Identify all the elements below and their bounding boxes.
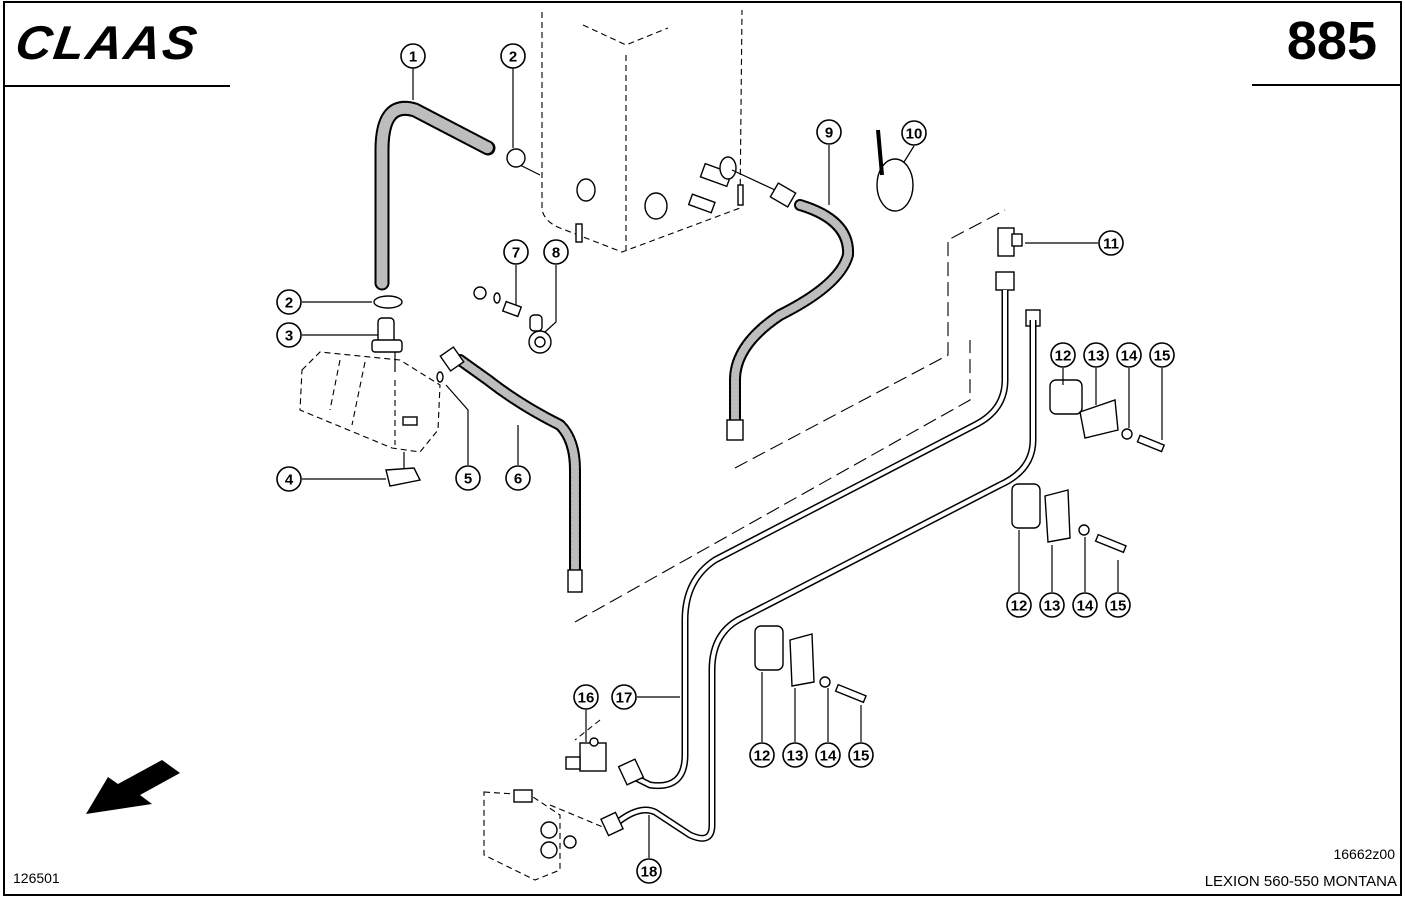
assembly-guide-lines (549, 209, 1006, 831)
callout-12: 12 (749, 742, 775, 768)
svg-text:12: 12 (1055, 348, 1072, 365)
callout-6: 6 (505, 465, 531, 491)
callout-14: 14 (1072, 592, 1098, 618)
suction-fitting (371, 317, 403, 353)
svg-text:14: 14 (820, 748, 837, 765)
callout-15: 15 (848, 742, 874, 768)
suction-hose (374, 101, 496, 291)
svg-text:13: 13 (787, 748, 804, 765)
tee-block (565, 737, 607, 772)
svg-text:11: 11 (1103, 236, 1119, 253)
steel-pipe-upper (617, 290, 1009, 790)
svg-text:17: 17 (616, 690, 633, 707)
svg-text:12: 12 (754, 748, 771, 765)
callout-18: 18 (636, 858, 662, 884)
callout-8: 8 (543, 239, 569, 265)
callout-13: 13 (782, 742, 808, 768)
model-name: LEXION 560-550 MONTANA (1204, 873, 1397, 890)
callout-13: 13 (1039, 592, 1065, 618)
page-number: 885 (1286, 11, 1377, 71)
svg-text:6: 6 (514, 471, 522, 488)
tee-fitting (995, 227, 1041, 327)
callout-2: 2 (276, 289, 302, 315)
clamp-set-middle (1011, 483, 1127, 554)
header-rule-left (5, 85, 230, 87)
svg-text:3: 3 (285, 328, 293, 345)
svg-text:18: 18 (641, 864, 658, 881)
pressure-hose (439, 346, 583, 593)
clamp-set-lower (754, 625, 867, 704)
svg-text:5: 5 (464, 471, 472, 488)
steel-pipe-lower (600, 320, 1037, 842)
return-hose (726, 182, 855, 441)
figure-id: 16662z00 (1333, 846, 1395, 862)
pressure-flange (385, 467, 422, 487)
svg-text:2: 2 (509, 49, 517, 66)
callout-1: 1 (400, 43, 426, 69)
callout-15: 15 (1105, 592, 1131, 618)
svg-text:9: 9 (825, 125, 833, 142)
callout-12: 12 (1006, 592, 1032, 618)
control-valve (483, 789, 577, 881)
callout-14: 14 (815, 742, 841, 768)
svg-text:15: 15 (853, 748, 870, 765)
hose-clip (528, 314, 552, 354)
svg-text:14: 14 (1077, 598, 1094, 615)
callout-14: 14 (1116, 342, 1142, 368)
callout-15: 15 (1149, 342, 1175, 368)
callout-13: 13 (1083, 342, 1109, 368)
hydraulic-pump (299, 351, 441, 453)
callout-17: 17 (611, 684, 637, 710)
svg-text:8: 8 (552, 245, 560, 262)
callout-11: 11 (1098, 230, 1124, 256)
svg-text:12: 12 (1011, 598, 1028, 615)
bolt-nut-washer (473, 286, 523, 318)
o-ring (436, 371, 444, 383)
document-number: 126501 (13, 870, 60, 886)
callout-3: 3 (276, 322, 302, 348)
callout-10: 10 (901, 120, 927, 146)
callout-4: 4 (276, 466, 302, 492)
page-frame (3, 1, 1402, 896)
svg-text:10: 10 (906, 126, 923, 143)
callout-16: 16 (573, 684, 599, 710)
svg-text:15: 15 (1110, 598, 1127, 615)
callout-12: 12 (1050, 342, 1076, 368)
callout-9: 9 (816, 119, 842, 145)
direction-arrow-icon (86, 760, 180, 814)
callout-2: 2 (500, 43, 526, 69)
callout-7: 7 (503, 239, 529, 265)
svg-text:14: 14 (1121, 348, 1138, 365)
callout-5: 5 (455, 465, 481, 491)
svg-text:13: 13 (1044, 598, 1061, 615)
hose-clamp-top (506, 148, 526, 168)
svg-text:1: 1 (409, 49, 417, 66)
cable-tie (876, 129, 914, 212)
clamp-set-top (1049, 379, 1166, 453)
svg-text:13: 13 (1088, 348, 1105, 365)
svg-text:15: 15 (1154, 348, 1171, 365)
svg-text:7: 7 (512, 245, 520, 262)
svg-text:2: 2 (285, 295, 293, 312)
hose-clamp-bottom (373, 295, 403, 309)
svg-text:16: 16 (578, 690, 595, 707)
svg-text:4: 4 (285, 472, 294, 489)
callout-leaders (302, 68, 1163, 858)
header-rule-right (1252, 84, 1400, 86)
hydraulic-tank (515, 9, 776, 253)
